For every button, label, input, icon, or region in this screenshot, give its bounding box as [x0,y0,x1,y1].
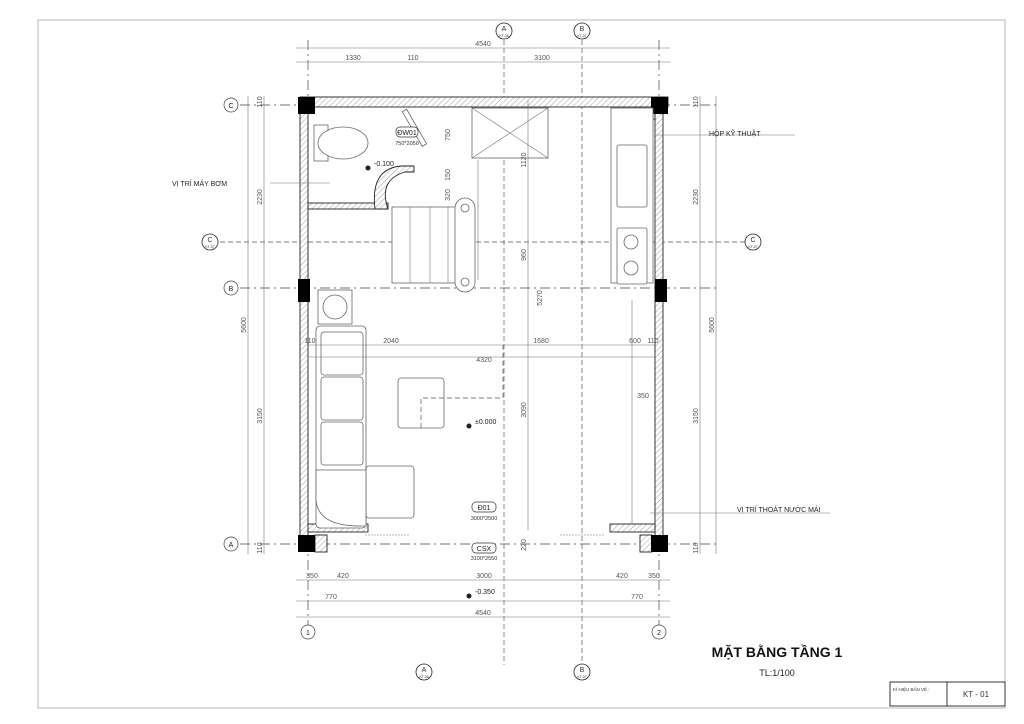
dim-150: 150 [445,169,452,181]
level-floor: ±0.000 [475,419,496,426]
dim-110b: 110 [647,338,658,345]
dim-top-2: 110 [407,55,418,62]
dim-bottom-770a: 770 [325,594,337,601]
dim-right-4: 110 [693,542,700,553]
svg-text:KT-06: KT-06 [419,675,428,679]
door-tag-csx: CSX [477,546,492,553]
section-mark-b-bottom: B KT-07 [573,663,591,681]
dim-2040: 2040 [383,338,399,345]
level-icon [365,165,371,171]
dim-bottom-2: 420 [337,573,349,580]
sink-icon [616,144,648,208]
svg-text:B: B [580,667,585,674]
dim-right-total: 5600 [709,317,716,333]
dim-1120: 1120 [521,152,528,167]
toilet-bowl [317,126,369,160]
axis-c: C [228,103,233,110]
section-marks: A KT-06 B KT-07 A KT-06 B KT-07 C KT-07 … [201,22,762,681]
svg-text:KT-07: KT-07 [748,245,757,249]
section-mark-c-right: C KT-07 [744,233,762,251]
level-outside: -0.350 [475,589,495,596]
section-mark-b-top: B KT-07 [573,22,591,40]
dim-bottom-5: 350 [648,573,660,580]
dim-top-3: 3100 [534,55,550,62]
dim-right-3: 3150 [693,408,700,424]
axis-a: A [229,542,234,549]
svg-text:B: B [580,26,585,33]
dim-600: 600 [629,338,641,345]
dim-left-2: 2230 [257,189,264,205]
dim-right-2: 2230 [693,189,700,205]
dim-left-total: 5600 [241,317,248,333]
sofa [315,325,415,529]
sheet-border [37,19,1006,709]
door-tags: ĐW01 750*2050 Đ01 3000*2500 CSX 3100*255… [395,126,498,562]
dim-110a: 110 [304,338,315,345]
annotations: VỊ TRÍ MÁY BƠM HỘP KỸ THUẬT VỊ TRÍ THOÁT… [172,129,830,514]
dim-left-1: 110 [257,96,264,107]
svg-text:A: A [422,667,427,674]
title-block: KÍ HIỆU BẢN VẼ : KT - 01 [889,681,1006,707]
door-size-dw01: 750*2050 [395,141,419,147]
dim-350: 350 [637,393,649,400]
dimension-texts: 4540 1330 110 3100 350 420 3000 420 350 … [241,41,716,617]
door-tag-d01: Đ01 [478,505,491,512]
dim-bottom-1: 350 [306,573,318,580]
dim-bottom-3: 3000 [476,573,492,580]
dim-4320: 4320 [476,357,492,364]
door-size-csx: 3100*2550 [471,556,498,562]
columns [298,97,668,552]
dim-top-total: 4540 [475,41,491,48]
svg-text:KT-07: KT-07 [577,675,586,679]
svg-text:A: A [502,26,507,33]
level-icon [466,593,472,599]
svg-text:C: C [750,237,755,244]
label-roof-drain: VỊ TRÍ THOÁT NƯỚC MÁI [737,505,821,514]
level-icon [466,423,472,429]
dim-5270: 5270 [537,290,544,306]
dim-750: 750 [445,129,452,141]
dim-bottom-770b: 770 [631,594,643,601]
axis-1: 1 [306,630,310,637]
sheet-code: KT - 01 [963,690,990,699]
dim-right-1: 110 [693,96,700,107]
dim-bottom-total: 4540 [475,610,491,617]
title-block-label: KÍ HIỆU BẢN VẼ : [893,685,930,692]
dim-bottom-4: 420 [616,573,628,580]
dim-960: 960 [521,249,528,261]
door-size-d01: 3000*2500 [471,516,498,522]
dim-top-1: 1330 [345,55,361,62]
staircase [391,197,476,293]
dimension-lines [247,47,717,618]
svg-text:KT-07: KT-07 [577,34,586,38]
dim-left-3: 3150 [257,408,264,424]
svg-text:C: C [207,237,212,244]
section-mark-a-bottom: A KT-06 [415,663,433,681]
axis-2: 2 [657,630,661,637]
dim-3090: 3090 [521,402,528,418]
dim-320: 320 [445,189,452,201]
dim-1680: 1680 [533,338,549,345]
drawing-scale: TL:1/100 [759,668,795,678]
furniture [313,107,654,536]
level-marks: -0.100 ±0.000 -0.350 [365,161,496,599]
svg-text:KT-06: KT-06 [499,34,508,38]
drawing-title: MẶT BẰNG TẦNG 1 [712,643,843,660]
level-wc: -0.100 [374,161,394,168]
svg-text:KT-07: KT-07 [205,245,214,249]
axis-b: B [229,286,234,293]
section-mark-a-top: A KT-06 [495,22,513,40]
section-mark-c-left: C KT-07 [201,233,219,251]
door-tag-dw01: ĐW01 [397,130,417,137]
label-technical-box: HỘP KỸ THUẬT [709,129,761,138]
grid-axis-markers: C B A 1 2 [223,97,667,640]
label-pump-location: VỊ TRÍ MÁY BƠM [172,179,227,188]
dim-220: 220 [521,539,528,551]
dim-left-4: 110 [257,542,264,553]
